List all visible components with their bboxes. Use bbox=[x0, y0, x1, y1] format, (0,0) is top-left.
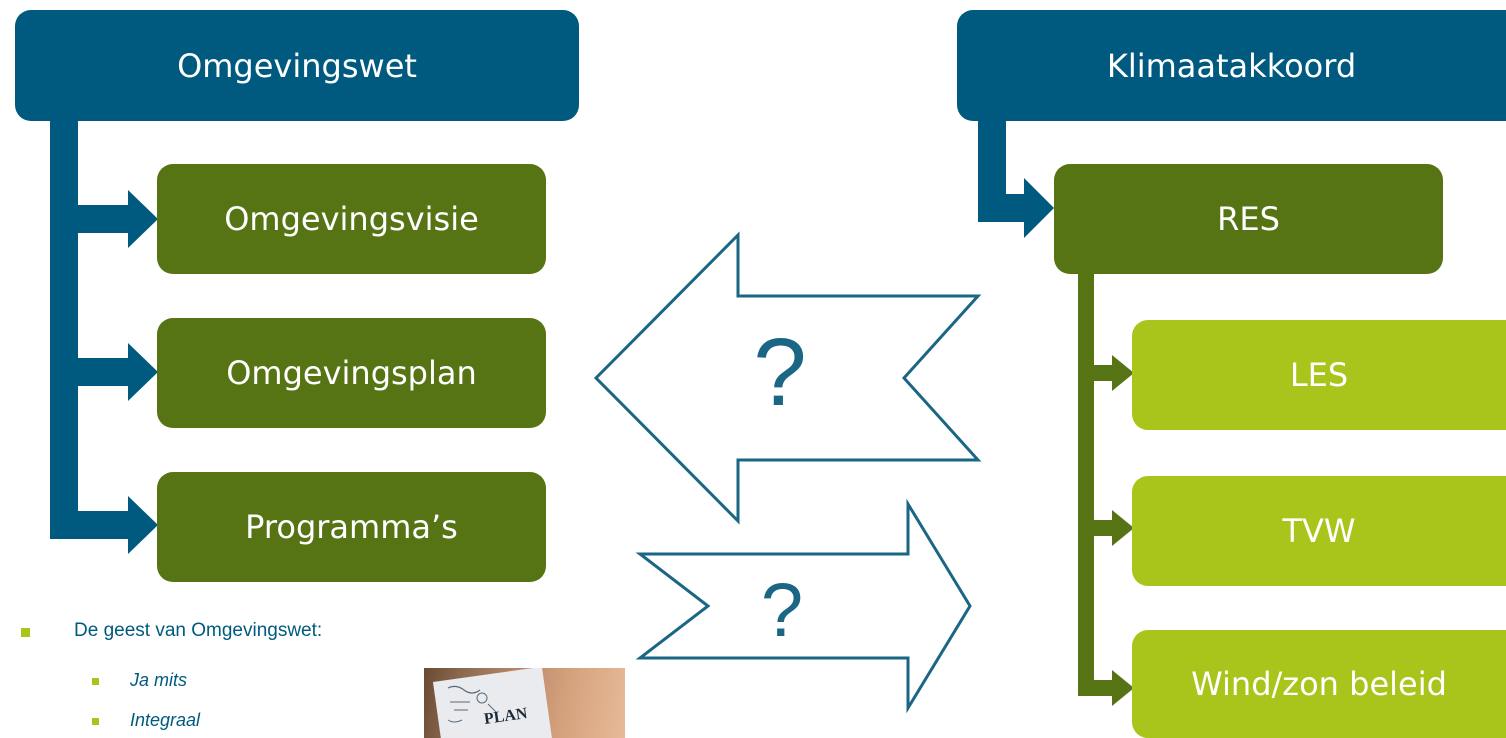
node-omgevingsvisie: Omgevingsvisie bbox=[157, 164, 546, 274]
notebook-scribble bbox=[447, 685, 497, 723]
big-right-arrow bbox=[635, 498, 972, 714]
node-programmas-label: Programma’s bbox=[245, 508, 458, 546]
node-omgevingswet-label: Omgevingswet bbox=[177, 46, 417, 85]
left-branch-1-bar bbox=[50, 205, 132, 233]
right-arrow-question-mark: ? bbox=[760, 568, 804, 653]
left-branch-3-arrowhead bbox=[128, 496, 158, 554]
node-omgevingsplan: Omgevingsplan bbox=[157, 318, 546, 428]
node-omgevingswet: Omgevingswet bbox=[15, 10, 579, 121]
node-wind-zon-beleid: Wind/zon beleid bbox=[1132, 630, 1506, 738]
node-les-label: LES bbox=[1289, 356, 1349, 394]
big-left-arrow bbox=[593, 231, 982, 525]
left-arrow-question-mark: ? bbox=[753, 319, 807, 426]
right-root-branch-bar bbox=[978, 194, 1030, 222]
right-trunk bbox=[1078, 270, 1094, 696]
node-res: RES bbox=[1054, 164, 1443, 274]
left-tree-connectors bbox=[50, 118, 158, 554]
left-branch-3-bar bbox=[50, 511, 132, 539]
node-res-label: RES bbox=[1217, 200, 1280, 238]
right-branch-3-bar bbox=[1078, 680, 1116, 696]
node-wind-zon-beleid-label: Wind/zon beleid bbox=[1191, 665, 1447, 703]
left-trunk bbox=[50, 118, 78, 538]
right-branch-1-bar bbox=[1078, 365, 1116, 381]
bullet-square-icon bbox=[92, 678, 99, 685]
left-branch-1-arrowhead bbox=[128, 190, 158, 248]
node-tvw-label: TVW bbox=[1282, 512, 1356, 550]
right-root-arrowhead bbox=[1024, 178, 1054, 238]
planning-notebook-photo: PLAN bbox=[424, 668, 625, 738]
bullet-square-icon bbox=[21, 628, 30, 637]
bullet-square-icon bbox=[92, 718, 99, 725]
right-tree-olive-connectors bbox=[1078, 270, 1134, 706]
right-tree-navy-connector bbox=[978, 118, 1054, 238]
bullet-sub-integraal: Integraal bbox=[130, 710, 201, 730]
node-klimaatakkoord-label: Klimaatakkoord bbox=[1106, 46, 1357, 85]
node-les: LES bbox=[1132, 320, 1506, 430]
right-branch-3-arrowhead bbox=[1112, 670, 1134, 706]
right-branch-2-bar bbox=[1078, 520, 1116, 536]
bullet-main: De geest van Omgevingswet: bbox=[74, 620, 323, 641]
node-omgevingsvisie-label: Omgevingsvisie bbox=[224, 200, 479, 238]
right-branch-2-arrowhead bbox=[1112, 510, 1134, 546]
right-branch-1-arrowhead bbox=[1112, 355, 1134, 391]
node-tvw: TVW bbox=[1132, 476, 1506, 586]
bullet-sub-ja-mits: Ja mits bbox=[130, 670, 188, 690]
left-branch-2-arrowhead bbox=[128, 343, 158, 401]
node-omgevingsplan-label: Omgevingsplan bbox=[226, 354, 477, 392]
node-programmas: Programma’s bbox=[157, 472, 546, 582]
node-klimaatakkoord: Klimaatakkoord bbox=[957, 10, 1506, 121]
left-branch-2-bar bbox=[50, 358, 132, 386]
